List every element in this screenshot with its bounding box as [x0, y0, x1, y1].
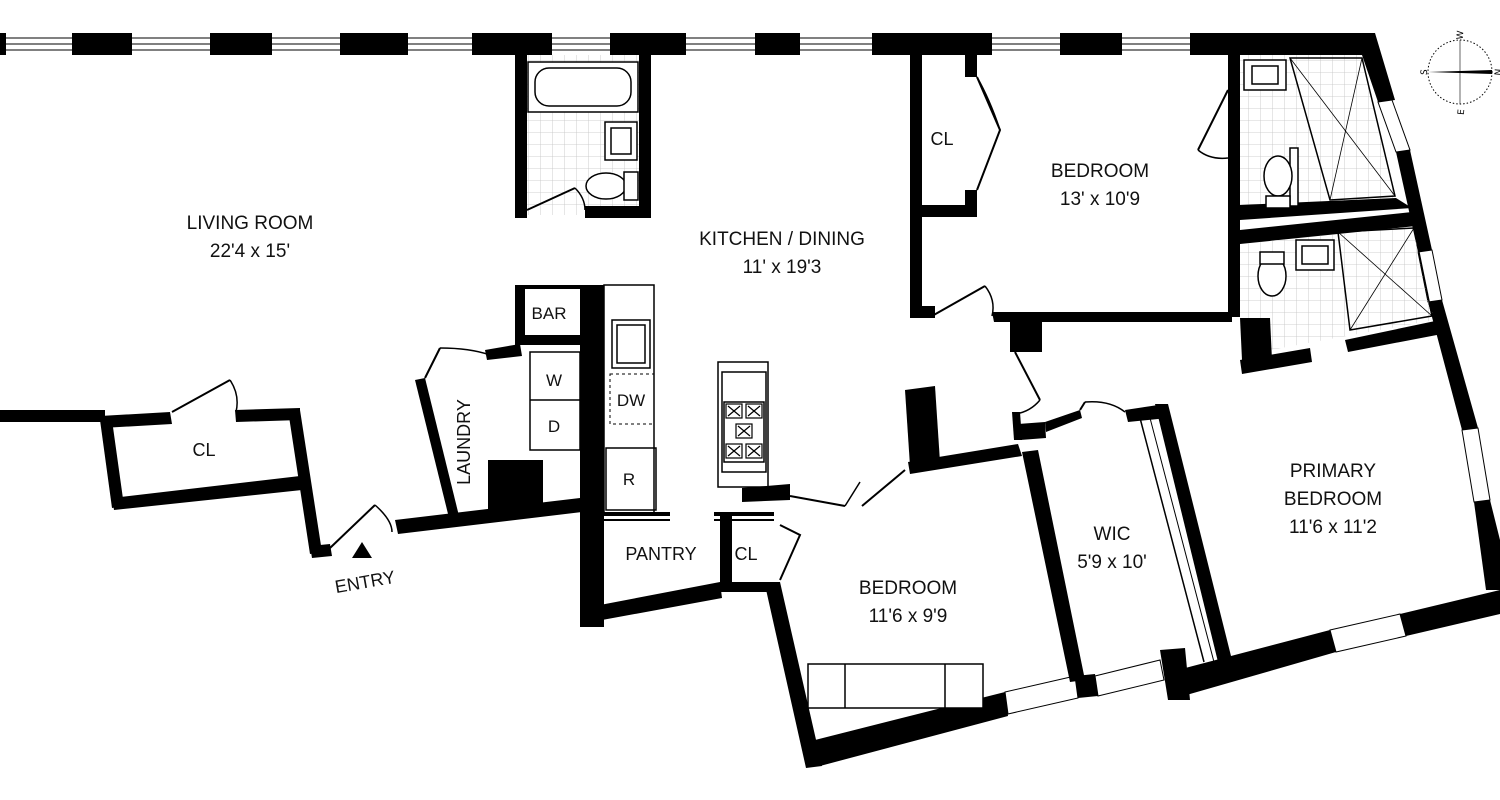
bedroom-top-walls [910, 55, 1240, 318]
central-walls [931, 285, 1232, 440]
wic-label: WIC [1094, 524, 1131, 545]
living-room-label: LIVING ROOM [187, 213, 314, 234]
pantry-label: PANTRY [625, 544, 696, 564]
left-walls [0, 379, 393, 558]
bedroom-top-dims: 13' x 10'9 [1060, 189, 1140, 210]
laundry-label: LAUNDRY [454, 399, 474, 485]
bathroom-center [515, 55, 651, 218]
right-wall [1377, 99, 1500, 590]
compass-icon: S W N E [1420, 30, 1500, 115]
compass-w: W [1456, 30, 1467, 40]
top-wall [0, 33, 1395, 102]
compass-e: E [1457, 109, 1467, 116]
bathrooms-right [1240, 55, 1434, 360]
bedroom-bottom-label: BEDROOM [859, 578, 957, 599]
kitchen-dims: 11' x 19'3 [743, 257, 822, 278]
kitchen-label: KITCHEN / DINING [699, 229, 865, 250]
bar-label: BAR [532, 304, 567, 323]
bedroom-top-label: BEDROOM [1051, 161, 1149, 182]
primary-label-2: BEDROOM [1284, 489, 1382, 510]
dishwasher-label: DW [617, 391, 645, 410]
bottom-right-wall [815, 590, 1500, 766]
entry-label: ENTRY [333, 567, 396, 597]
closet-label-top: CL [930, 129, 953, 149]
primary-label-1: PRIMARY [1290, 461, 1377, 482]
kitchen-block [395, 284, 802, 627]
wic-dims: 5'9 x 10' [1077, 552, 1147, 573]
compass-n: N [1494, 68, 1500, 76]
compass-s: S [1420, 69, 1430, 76]
room-labels: LIVING ROOM 22'4 x 15' KITCHEN / DINING … [187, 161, 1382, 627]
primary-dims: 11'6 x 11'2 [1289, 517, 1377, 538]
bedroom-bottom-walls [742, 386, 1085, 768]
washer-label: W [546, 371, 562, 390]
closet-label-left: CL [192, 440, 215, 460]
bedroom-bottom-dims: 11'6 x 9'9 [869, 606, 948, 627]
closet-label-pantry: CL [734, 544, 757, 564]
living-room-dims: 22'4 x 15' [210, 241, 290, 262]
dryer-label: D [548, 417, 560, 436]
refrigerator-label: R [623, 470, 635, 489]
